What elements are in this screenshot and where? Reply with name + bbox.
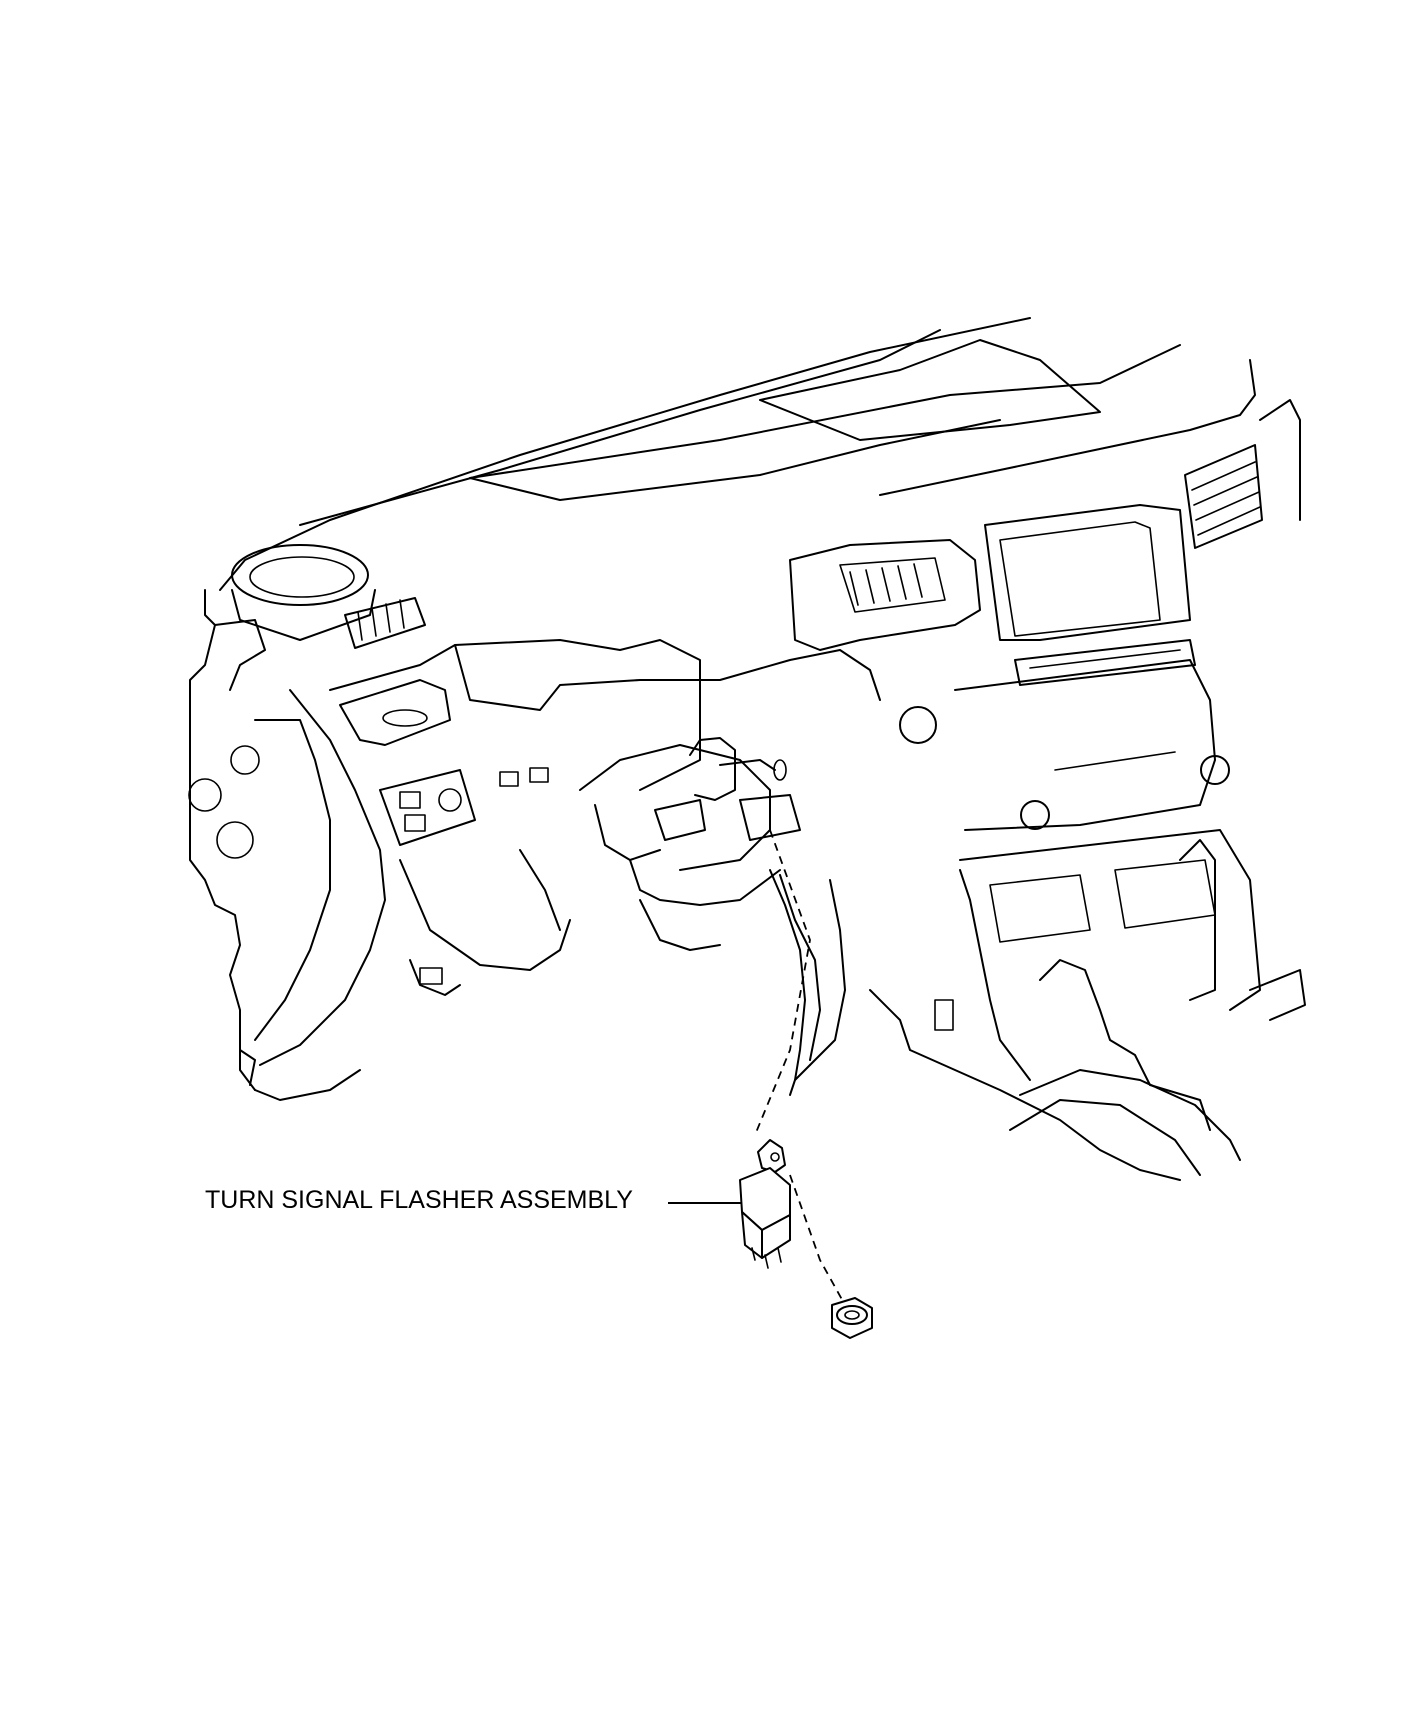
wiring-harness (769, 869, 846, 1096)
dashboard-top-outline (219, 317, 1301, 591)
instrument-hood (254, 639, 881, 1066)
center-console (869, 839, 1306, 1181)
left-dash-end (188, 544, 376, 1091)
left-air-vent (339, 597, 451, 746)
lower-dash-panel (399, 849, 721, 996)
switch-panel (379, 767, 549, 846)
mounting-nut (831, 1297, 873, 1339)
turn-signal-flasher-relay (739, 1139, 791, 1269)
installation-path-line-lower (789, 1174, 846, 1306)
right-air-vent (1184, 444, 1263, 549)
center-stack (789, 504, 1261, 1011)
lower-left-dash (239, 1049, 361, 1101)
installation-path-line (754, 829, 811, 1136)
steering-column (579, 737, 801, 906)
callout-label: TURN SIGNAL FLASHER ASSEMBLY (205, 1186, 633, 1214)
